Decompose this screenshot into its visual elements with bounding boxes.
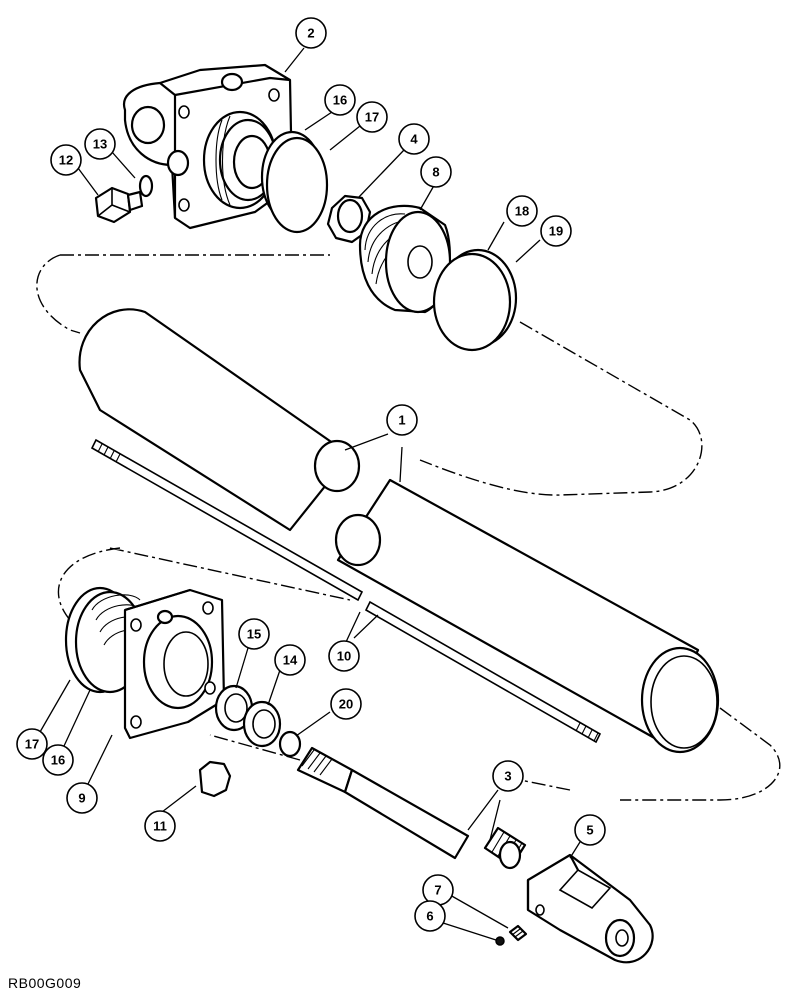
callout-4: 4 [398, 123, 430, 155]
callout-15: 15 [238, 618, 270, 650]
piston-wear-ring [432, 252, 512, 352]
callout-2: 2 [295, 17, 327, 49]
callout-16-lower: 16 [42, 744, 74, 776]
o-ring-upper [265, 136, 329, 234]
plug-o-ring [138, 174, 154, 198]
rod-end-cap [91, 588, 226, 740]
svg-text:19: 19 [549, 224, 563, 239]
callout-19: 19 [540, 215, 572, 247]
svg-text:2: 2 [307, 26, 314, 41]
ball [495, 936, 505, 946]
svg-text:7: 7 [434, 883, 441, 898]
callout-10: 10 [328, 640, 360, 672]
callout-3: 3 [492, 760, 524, 792]
svg-text:8: 8 [432, 165, 439, 180]
set-screw [508, 924, 528, 942]
svg-text:15: 15 [247, 627, 261, 642]
svg-text:16: 16 [51, 753, 65, 768]
svg-text:17: 17 [25, 737, 39, 752]
callout-18: 18 [506, 195, 538, 227]
callout-16-upper: 16 [324, 84, 356, 116]
callout-17-lower: 17 [16, 728, 48, 760]
svg-text:11: 11 [153, 819, 167, 834]
svg-text:14: 14 [283, 653, 298, 668]
drawing-reference-code: RB00G009 [8, 975, 82, 991]
clevis [526, 853, 654, 964]
svg-text:20: 20 [339, 697, 353, 712]
svg-text:16: 16 [333, 93, 347, 108]
svg-text:1: 1 [398, 413, 405, 428]
callout-14: 14 [274, 644, 306, 676]
svg-text:10: 10 [337, 649, 351, 664]
plug [94, 186, 144, 224]
rod-o-ring [278, 730, 302, 758]
svg-text:18: 18 [515, 204, 529, 219]
piston-rod [296, 746, 527, 870]
tie-rod [90, 438, 602, 744]
svg-text:3: 3 [504, 769, 511, 784]
callout-9: 9 [66, 782, 98, 814]
svg-text:9: 9 [78, 791, 85, 806]
callout-12: 12 [50, 144, 82, 176]
svg-text:4: 4 [410, 132, 418, 147]
svg-text:17: 17 [365, 110, 379, 125]
callout-11: 11 [144, 810, 176, 842]
svg-text:6: 6 [426, 909, 433, 924]
rod-seal [242, 700, 282, 748]
callout-17-upper: 17 [356, 101, 388, 133]
svg-text:5: 5 [586, 823, 593, 838]
callout-8: 8 [420, 156, 452, 188]
callout-20: 20 [330, 688, 362, 720]
svg-text:12: 12 [59, 153, 73, 168]
assembly-outline-upper [36, 254, 703, 496]
assembly-outline-lower [57, 547, 781, 801]
svg-text:13: 13 [93, 137, 107, 152]
leader-lines [39, 47, 581, 941]
cylinder-barrel [78, 308, 720, 754]
callout-1: 1 [386, 404, 418, 436]
callout-5: 5 [574, 814, 606, 846]
callout-13: 13 [84, 128, 116, 160]
callout-6: 6 [414, 900, 446, 932]
tie-rod-nut [198, 760, 232, 798]
